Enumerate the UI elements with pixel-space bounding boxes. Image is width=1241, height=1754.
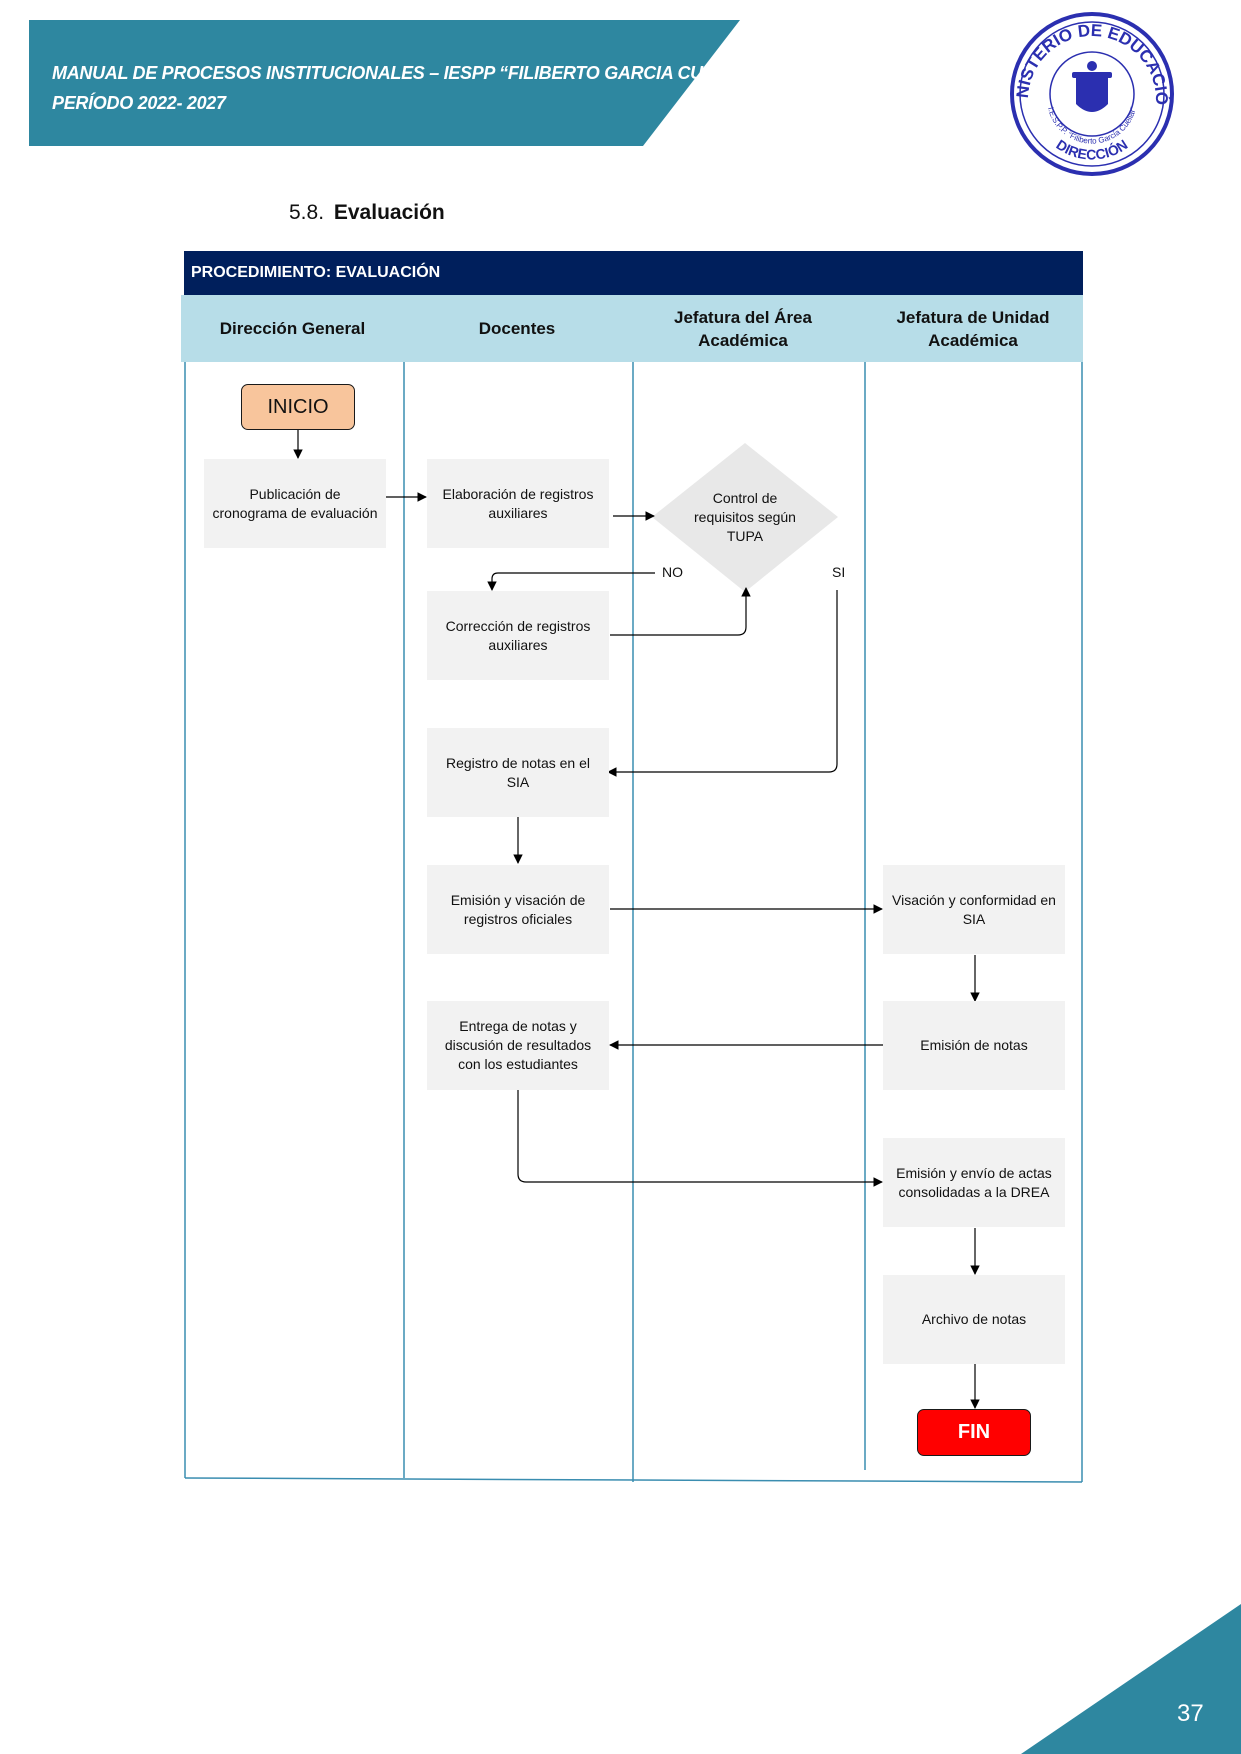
section-heading: 5.8. Evaluación [289,201,445,225]
node-entrega-notas: Entrega de notas y discusión de resultad… [427,1001,609,1090]
node-emision-notas: Emisión de notas [883,1001,1065,1090]
node-publicacion-cronograma: Publicación de cronograma de evaluación [204,459,386,548]
node-emision-visacion-registros: Emisión y visación de registros oficiale… [427,865,609,954]
connectors [293,430,980,1409]
lane-title-jefatura-unidad-academica: Jefatura de Unidad Académica [896,307,1050,350]
edge-control-registro-si [607,590,838,777]
edge-control-correccion-no [487,572,655,591]
node-inicio: INICIO [241,384,355,430]
node-registro-notas-sia: Registro de notas en el SIA [427,728,609,817]
section-number: 5.8. [289,201,325,224]
edge-entrega-emision-actas [517,1090,883,1187]
node-correccion-registros: Corrección de registros auxiliares [427,591,609,680]
page-number: 37 [1177,1700,1204,1727]
banner-shape [29,20,740,146]
ministry-seal: MINISTERIO DE EDUCACIÓN I.E.S.P.P. “Fili… [1006,8,1174,176]
node-archivo-notas: Archivo de notas [883,1275,1065,1364]
node-emision-envio-actas: Emisión y envío de actas consolidadas a … [883,1138,1065,1227]
lane-title-direccion-general: Dirección General [219,319,366,338]
lane-title-jefatura-area-academica: Jefatura del Área Académica [674,307,812,350]
coat-of-arms-icon [1072,61,1112,112]
document-period: PERÍODO 2022- 2027 [52,93,226,113]
edge-correccion-control [610,587,751,636]
lane-title-docentes: Docentes [478,319,556,338]
lane-header-row: Dirección General Docentes Jefatura del … [181,295,1083,362]
node-elaboracion-registros: Elaboración de registros auxiliares [427,459,609,548]
document-title: MANUAL DE PROCESOS INSTITUCIONALES – IES… [52,63,771,83]
edge-label-no: NO [662,564,683,580]
section-title: Evaluación [333,201,445,224]
node-visacion-conformidad-sia: Visación y conformidad en SIA [883,865,1065,954]
header-banner [29,20,740,146]
node-control-requisitos: Control de requisitos según TUPA [694,489,796,544]
footer-corner-shape [1021,1604,1241,1754]
procedure-title: PROCEDIMIENTO: EVALUACIÓN [184,251,1083,295]
edge-label-si: SI [832,564,846,580]
node-fin: FIN [917,1409,1031,1456]
